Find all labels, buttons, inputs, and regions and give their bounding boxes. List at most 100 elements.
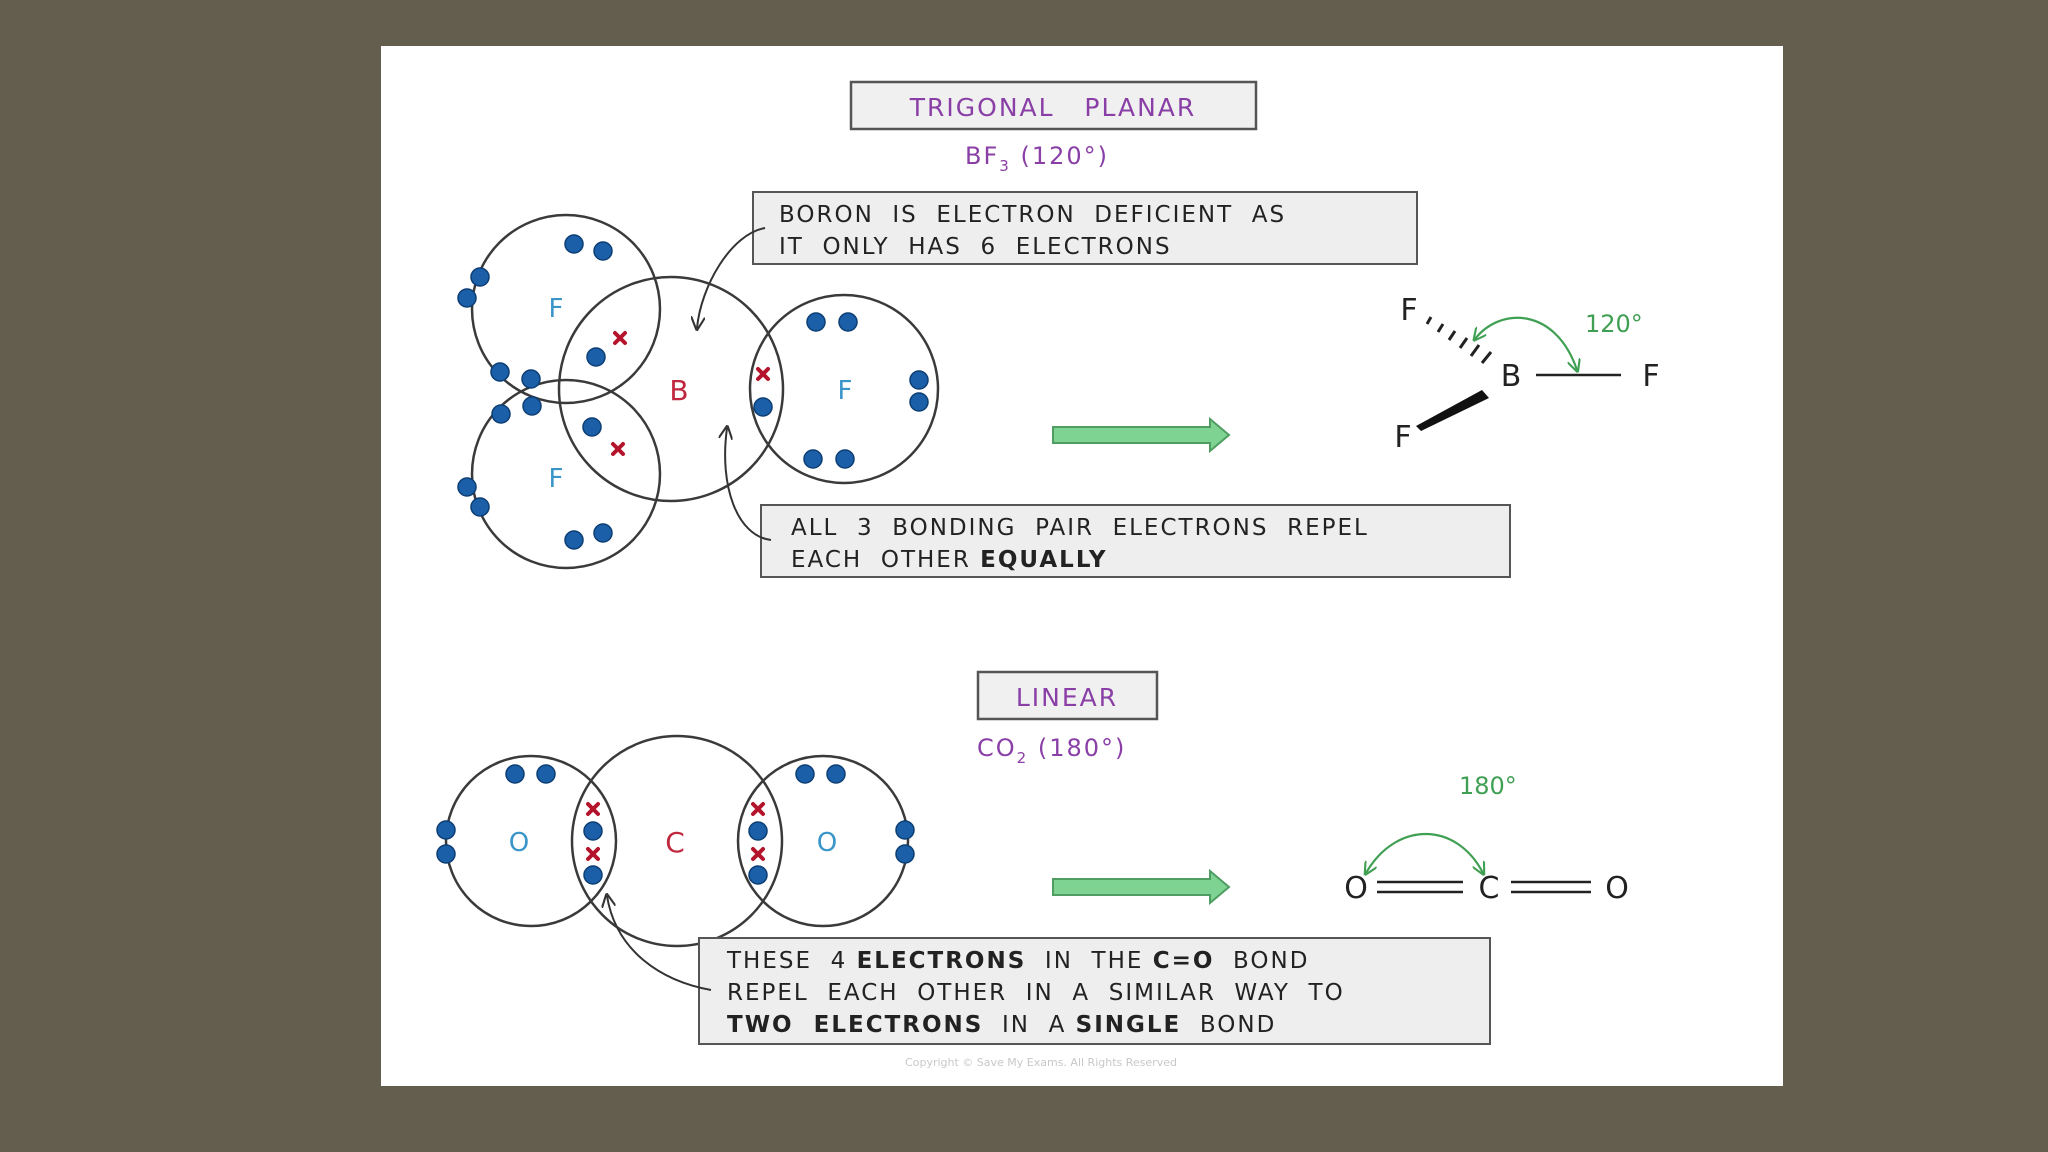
bf3-formula-sub: 3 <box>999 157 1011 175</box>
electron-dot <box>436 844 456 864</box>
co2-formula-angle: (180°) <box>1038 734 1127 762</box>
trigonal-planar-section: TRIGONAL PLANAR BF3 (120°) BORON IS ELEC… <box>457 80 1660 578</box>
bf3-dot-cross-diagram: B F F F <box>457 213 940 570</box>
bonding-electron-dot <box>582 417 602 437</box>
solid-wedge-bond <box>1416 390 1489 431</box>
electron-dot <box>521 369 541 389</box>
double-bond-left <box>1377 880 1463 894</box>
hashed-wedge-bond <box>1425 316 1493 364</box>
bonding-electron-dot <box>753 397 773 417</box>
o-shell-right <box>736 754 910 928</box>
c-shell-center <box>570 734 784 948</box>
slide: TRIGONAL PLANAR BF3 (120°) BORON IS ELEC… <box>381 46 1783 1086</box>
electron-dot <box>457 288 477 308</box>
co2-formula-sub: 2 <box>1017 749 1029 767</box>
electron-dot <box>909 392 929 412</box>
boron-electron-cross <box>611 442 625 456</box>
co2-note-line1: THESE 4 ELECTRONS IN THE C=O BOND <box>726 948 1309 974</box>
linear-title-box <box>976 670 1159 721</box>
co2-bonding-electrons <box>583 802 768 885</box>
b-atom-label: B <box>669 374 688 407</box>
vsepr-diagram: TRIGONAL PLANAR BF3 (120°) BORON IS ELEC… <box>436 80 1660 1069</box>
trigonal-title-box <box>849 80 1258 131</box>
co2-structure-o-right: O <box>1605 871 1629 906</box>
double-bond-right <box>1511 880 1591 894</box>
co2-structure-c: C <box>1479 871 1500 906</box>
co2-formula: CO2 (180°) <box>977 734 1126 767</box>
electron-dot <box>505 764 525 784</box>
electron-dot <box>536 764 556 784</box>
co2-angle-label: 180° <box>1459 772 1517 800</box>
co2-structure: O C O 180° <box>1344 772 1629 906</box>
copyright-text: Copyright © Save My Exams. All Rights Re… <box>905 1056 1177 1069</box>
electron-dot <box>470 497 490 517</box>
o-shell-left <box>444 754 618 928</box>
o-atom-label-left: O <box>509 828 529 858</box>
bf3-structure-f-right: F <box>1642 359 1659 394</box>
b-shell-center <box>557 275 785 503</box>
electron-dot <box>838 312 858 332</box>
electron-dot <box>593 241 613 261</box>
electron-dot <box>522 396 542 416</box>
electron-dot <box>490 362 510 382</box>
boron-note-box <box>752 191 1418 265</box>
bf3-structure-f-top: F <box>1400 293 1417 328</box>
carbon-electron-cross <box>751 847 765 861</box>
boron-electron-cross <box>756 367 770 381</box>
bonding-electron-dot <box>748 821 768 841</box>
boron-note-pointer <box>697 227 766 328</box>
f-atom-label-bottom: F <box>549 464 564 494</box>
boron-note-line2: IT ONLY HAS 6 ELECTRONS <box>779 234 1172 260</box>
co2-formula-main: CO <box>977 734 1017 762</box>
bf3-structure-b: B <box>1501 359 1522 394</box>
co2-note-line3: TWO ELECTRONS IN A SINGLE BOND <box>727 1012 1276 1038</box>
bf3-lone-pair-dots <box>457 234 929 550</box>
f-shell-top-left <box>470 213 662 405</box>
boron-electron-cross <box>613 331 627 345</box>
electron-dot <box>826 764 846 784</box>
electron-dot <box>806 312 826 332</box>
bonding-electron-dot <box>583 821 603 841</box>
electron-dot <box>593 523 613 543</box>
electron-dot <box>803 449 823 469</box>
electron-dot <box>909 370 929 390</box>
electron-dot <box>895 844 915 864</box>
electron-dot <box>564 530 584 550</box>
repel-note-line2: EACH OTHER EQUALLY <box>791 547 1108 573</box>
co2-note-line2: REPEL EACH OTHER IN A SIMILAR WAY TO <box>727 980 1345 1006</box>
co2-structure-o-left: O <box>1344 871 1368 906</box>
electron-dot <box>470 267 490 287</box>
co2-transform-arrow <box>1052 868 1231 906</box>
bf3-transform-arrow <box>1052 416 1231 454</box>
repel-note-pointer <box>725 428 772 541</box>
bf3-formula: BF3 (120°) <box>965 142 1109 175</box>
boron-note-line1: BORON IS ELECTRON DEFICIENT AS <box>779 202 1286 228</box>
linear-section: LINEAR CO2 (180°) O C O <box>436 670 1629 1045</box>
co2-note-pointer <box>607 896 712 991</box>
carbon-electron-cross <box>586 802 600 816</box>
carbon-electron-cross <box>586 847 600 861</box>
co2-dot-cross-diagram: O C O <box>436 734 915 948</box>
electron-dot <box>835 449 855 469</box>
electron-dot <box>491 404 511 424</box>
electron-dot <box>564 234 584 254</box>
c-atom-label: C <box>665 826 685 859</box>
bonding-electron-dot <box>586 347 606 367</box>
electron-dot <box>795 764 815 784</box>
bf3-angle-label: 120° <box>1585 310 1643 338</box>
bf3-bonding-electrons <box>582 331 773 456</box>
electron-dot <box>436 820 456 840</box>
repel-note-line1: ALL 3 BONDING PAIR ELECTRONS REPEL <box>791 515 1369 541</box>
trigonal-title: TRIGONAL PLANAR <box>909 93 1197 122</box>
co2-angle-arc <box>1366 832 1483 873</box>
o-atom-label-right: O <box>817 828 837 858</box>
electron-dot <box>895 820 915 840</box>
f-atom-label-right: F <box>838 376 853 406</box>
f-shell-bottom-left <box>470 378 662 570</box>
repel-note-plain: EACH OTHER <box>791 547 980 573</box>
bonding-electron-dot <box>583 865 603 885</box>
bf3-angle-arc <box>1475 316 1577 370</box>
f-shell-right <box>748 293 940 485</box>
f-atom-label-top: F <box>549 294 564 324</box>
repel-note-box <box>760 504 1511 578</box>
